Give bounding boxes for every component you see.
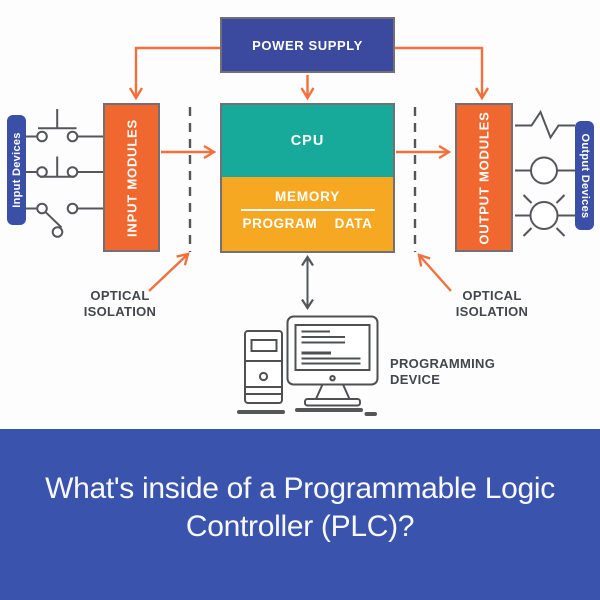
program-data-row: PROGRAM DATA	[243, 216, 373, 231]
power-to-output-arrow	[395, 46, 490, 101]
input-devices-label: Input Devices	[10, 132, 23, 208]
lamp-icon	[515, 194, 575, 237]
output-devices-pill: Output Devices	[575, 121, 594, 230]
output-modules-box: OUTPUT MODULES	[455, 103, 513, 252]
page-title-line1: What's inside of a Programmable Logic	[45, 472, 555, 505]
memory-section: MEMORY PROGRAM DATA	[222, 177, 393, 251]
resistor-icon	[515, 109, 575, 140]
input-devices-pill: Input Devices	[7, 115, 26, 225]
cpu-label: CPU	[290, 133, 325, 149]
optical-isolation-right-callout-arrow	[417, 253, 452, 292]
output-modules-label: OUTPUT MODULES	[476, 110, 492, 245]
optical-isolation-left-label: OPTICAL ISOLATION	[83, 288, 157, 319]
title-banner: What's inside of a Programmable Logic Co…	[0, 429, 600, 600]
diagram-connectors	[26, 46, 575, 416]
output-devices-label: Output Devices	[578, 133, 591, 218]
data-label: DATA	[334, 216, 373, 231]
power-to-input-arrow	[128, 46, 220, 101]
limit-switch-icon	[26, 202, 103, 238]
normally-closed-pushbutton-icon	[26, 156, 103, 178]
page-title-line2: Controller (PLC)?	[185, 510, 415, 543]
power-supply-label: POWER SUPPLY	[252, 37, 363, 53]
optical-isolation-right-label: OPTICAL ISOLATION	[455, 288, 529, 319]
optical-isolation-left-callout-arrow	[148, 252, 190, 292]
memory-divider	[240, 209, 375, 211]
input-modules-label: INPUT MODULES	[124, 118, 139, 237]
program-label: PROGRAM	[242, 216, 318, 231]
power-supply-box: POWER SUPPLY	[220, 17, 395, 73]
page-title: What's inside of a Programmable Logic Co…	[0, 470, 600, 546]
memory-label: MEMORY	[274, 189, 341, 204]
solenoid-icon	[515, 156, 575, 185]
desktop-computer-icon	[237, 315, 379, 416]
input-modules-box: INPUT MODULES	[103, 103, 160, 252]
normally-open-pushbutton-icon	[26, 109, 103, 143]
cpu-section: CPU	[222, 105, 393, 177]
cpu-memory-box: CPU MEMORY PROGRAM DATA	[220, 103, 395, 253]
programming-device-label: PROGRAMMING DEVICE	[390, 356, 496, 387]
